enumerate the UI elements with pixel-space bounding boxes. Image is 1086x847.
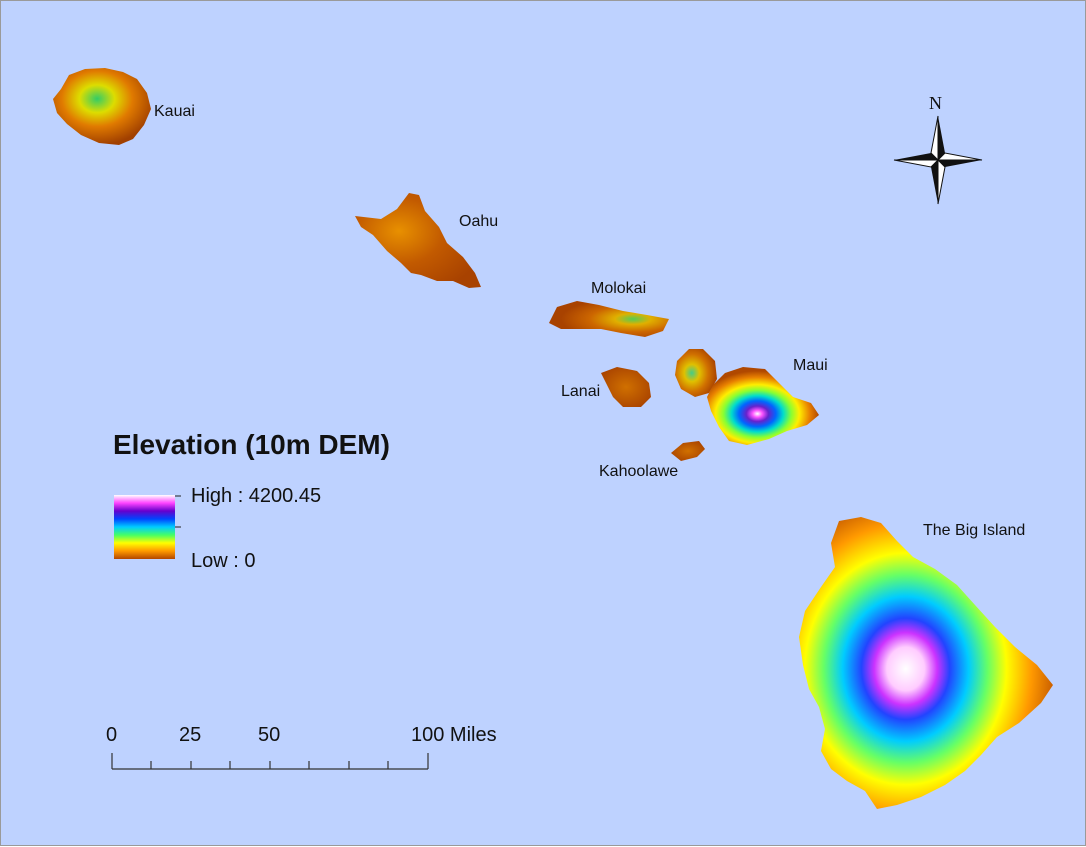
island-label-maui: Maui xyxy=(793,357,828,374)
compass-rose-icon xyxy=(893,115,983,205)
scale-bar xyxy=(111,753,429,770)
scale-label-50: 50 xyxy=(258,724,281,746)
island-label-big-island: The Big Island xyxy=(923,522,1026,539)
island-big-island-shape xyxy=(799,517,1053,809)
island-label-kauai: Kauai xyxy=(154,103,195,120)
scale-label-100-miles: 100 Miles xyxy=(411,724,497,746)
island-molokai-shape xyxy=(549,301,669,337)
scale-label-25: 25 xyxy=(179,724,202,746)
legend-low-label: Low : 0 xyxy=(191,550,256,572)
island-kahoolawe-shape xyxy=(671,441,705,461)
island-label-oahu: Oahu xyxy=(459,213,499,230)
legend-high-label: High : 4200.45 xyxy=(191,485,322,507)
island-label-kahoolawe: Kahoolawe xyxy=(599,463,679,480)
legend-color-ramp xyxy=(114,495,175,559)
island-maui-shape xyxy=(707,367,819,445)
north-arrow-label: N xyxy=(929,93,942,113)
island-west-maui-shape xyxy=(675,349,717,397)
scale-label-0: 0 xyxy=(106,724,118,746)
island-oahu-shape xyxy=(355,193,481,288)
island-lanai-shape xyxy=(601,367,651,407)
island-label-molokai: Molokai xyxy=(591,280,647,297)
legend-title: Elevation (10m DEM) xyxy=(113,429,390,460)
island-label-lanai: Lanai xyxy=(561,383,601,400)
island-kauai-shape xyxy=(53,68,151,145)
